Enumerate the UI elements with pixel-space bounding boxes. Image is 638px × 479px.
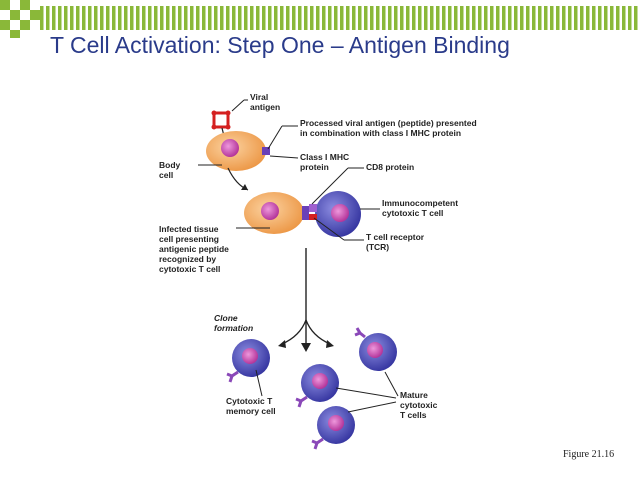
tcr-mhc-binding-icon <box>302 204 317 220</box>
label-tcr: T cell receptor(TCR) <box>366 232 425 252</box>
mature-t-cell <box>295 364 339 408</box>
label-processed-antigen: Processed viral antigen (peptide) presen… <box>300 118 477 138</box>
arrowhead-icon <box>241 184 248 190</box>
arrowhead-icon <box>301 343 311 352</box>
receptor-icon <box>295 395 308 408</box>
receptor-icon <box>226 370 239 383</box>
arrowhead-icon <box>278 340 286 348</box>
header-decoration <box>40 6 638 30</box>
slide-title: T Cell Activation: Step One – Antigen Bi… <box>50 32 510 58</box>
arrow-line <box>281 319 307 345</box>
arrow-line <box>305 319 331 345</box>
viral-antigen-icon <box>211 110 231 130</box>
label-mature-cells: Mature cytotoxic T cells <box>400 390 440 420</box>
infected-tissue-cell <box>244 192 304 234</box>
arrowhead-icon <box>326 340 334 348</box>
mhc-antigen-complex-icon <box>262 147 270 155</box>
body-cell <box>206 131 270 171</box>
figure-label: Figure 21.16 <box>563 449 615 460</box>
immunocompetent-t-cell <box>315 191 361 237</box>
label-cd8: CD8 protein <box>366 162 414 172</box>
receptor-icon <box>354 327 366 339</box>
leader-lines <box>198 99 399 413</box>
label-infected-cell: Infected tissue cell presenting antigeni… <box>159 224 231 274</box>
receptor-icon <box>311 437 324 450</box>
memory-t-cell <box>226 339 270 383</box>
corner-checker-decoration <box>0 0 40 38</box>
mature-t-cell <box>354 327 397 371</box>
mature-t-cell <box>311 406 355 450</box>
